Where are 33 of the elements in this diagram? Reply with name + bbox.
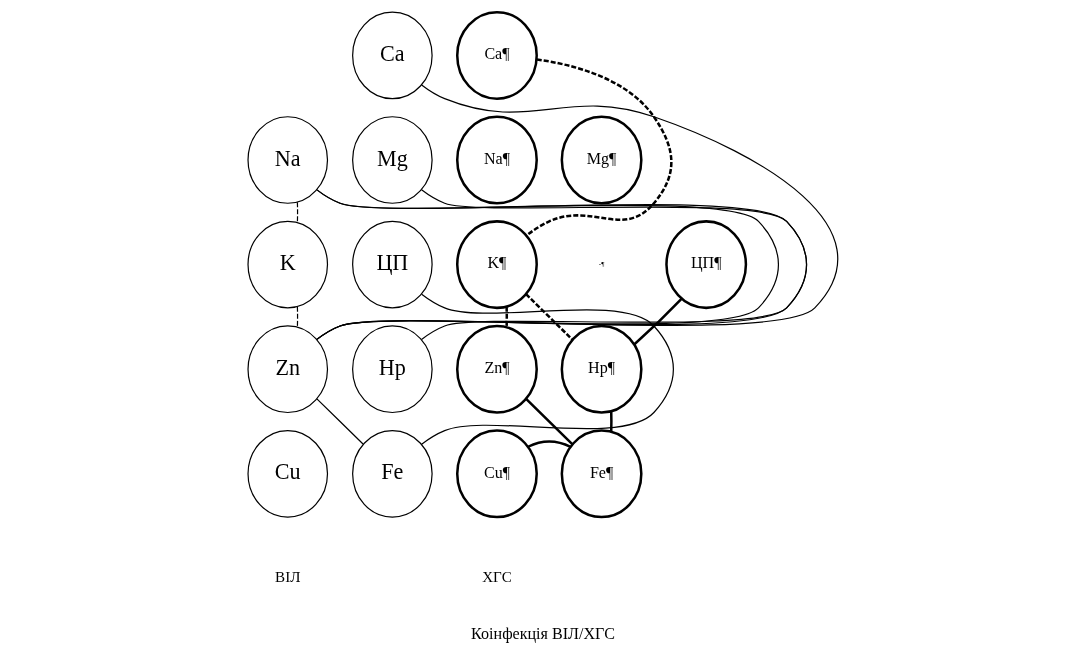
- node-circle: ЦП¶: [665, 220, 748, 310]
- node-circle: Mg: [352, 116, 433, 204]
- connector: [525, 397, 574, 445]
- node-circle: Fe¶: [560, 429, 643, 519]
- node-circle: K: [247, 220, 329, 309]
- node-circle: Fe: [352, 430, 433, 518]
- connector: [316, 398, 364, 445]
- node-circle: Zn¶: [456, 324, 538, 414]
- node-circle: Ca¶: [456, 10, 538, 100]
- node-circle: ЦП: [352, 220, 433, 309]
- node-circle: Zn: [247, 325, 329, 414]
- connector: [527, 440, 572, 448]
- node-circle: Cu¶: [456, 429, 538, 519]
- caption: Коінфекція ВІЛ/ХГС: [471, 624, 615, 642]
- node-circle: Cu: [247, 430, 329, 518]
- node-circle: Mg¶: [560, 115, 643, 205]
- label: ВІЛ: [275, 568, 301, 585]
- node-circle: Na: [247, 116, 329, 204]
- node-circle: Ca: [352, 11, 433, 100]
- connector: [525, 293, 574, 341]
- connector: [609, 411, 613, 432]
- connector: [296, 306, 299, 328]
- connector: [633, 298, 683, 346]
- node-circle: Hp¶: [560, 324, 643, 414]
- connector: [316, 84, 838, 340]
- node-circle: K¶: [456, 220, 538, 310]
- connector: [296, 201, 299, 224]
- node-circle: Na¶: [456, 115, 538, 205]
- connector: [421, 293, 674, 445]
- connector: [525, 58, 673, 237]
- connector: [505, 306, 509, 328]
- label: ХГС: [482, 568, 512, 585]
- node-circle: Hp: [352, 325, 433, 414]
